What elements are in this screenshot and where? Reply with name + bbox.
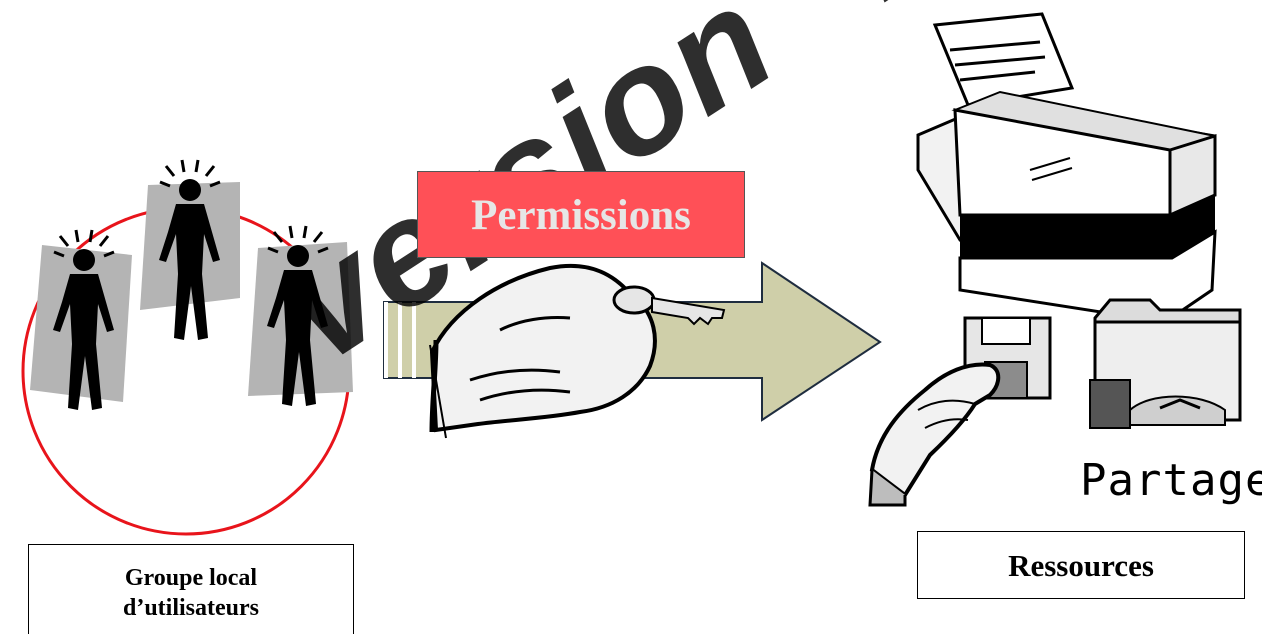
shared-folder-icon bbox=[1090, 300, 1240, 428]
share-label: Partage bbox=[1080, 455, 1262, 506]
users-group bbox=[23, 160, 353, 534]
group-label-line1: Groupe local bbox=[29, 563, 353, 593]
hand-floppy-icon bbox=[870, 318, 1050, 505]
permissions-label: Permissions bbox=[417, 171, 745, 258]
printer-icon bbox=[918, 14, 1215, 322]
resources-label: Ressources bbox=[917, 531, 1245, 599]
user-figure-icon bbox=[248, 226, 353, 406]
user-figure-icon bbox=[30, 230, 132, 410]
group-label-box: Groupe local d’utilisateurs bbox=[28, 544, 354, 634]
group-label-line2: d’utilisateurs bbox=[29, 593, 353, 623]
user-figure-icon bbox=[140, 160, 240, 340]
